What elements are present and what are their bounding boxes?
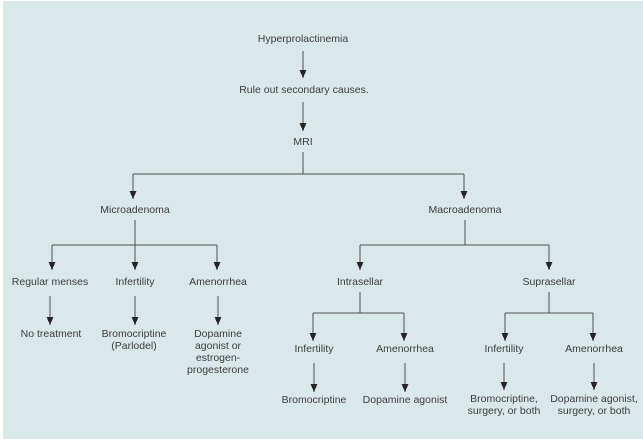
node-suprasellar: Suprasellar (522, 276, 576, 288)
node-supra-infertility: Infertility (484, 343, 524, 355)
node-dopamine-estrogen-progesterone: Dopamine agonist or estrogen-progesteron… (187, 328, 249, 376)
node-intra-infertility: Infertility (294, 343, 334, 355)
node-macroadenoma: Macroadenoma (428, 204, 502, 216)
node-bromocriptine-parlodel: Bromocriptine (Parlodel) (101, 328, 167, 352)
node-hyperprolactinemia: Hyperprolactinemia (257, 33, 349, 45)
node-regular-menses: Regular menses (11, 276, 89, 288)
node-dopamine-agonist: Dopamine agonist (362, 394, 448, 406)
node-no-treatment: No treatment (20, 328, 82, 340)
node-bromocriptine-surgery-both: Bromocriptine, surgery, or both (467, 393, 541, 417)
node-micro-amenorrhea: Amenorrhea (189, 276, 247, 288)
node-microadenoma: Microadenoma (100, 204, 170, 216)
node-bromocriptine: Bromocriptine (281, 394, 347, 406)
node-dopamine-surgery-both: Dopamine agonist, surgery, or both (550, 393, 638, 417)
node-supra-amenorrhea: Amenorrhea (565, 343, 623, 355)
node-rule-out-secondary-causes: Rule out secondary causes. (239, 84, 369, 96)
node-mri: MRI (293, 136, 313, 148)
node-intra-amenorrhea: Amenorrhea (376, 343, 434, 355)
node-intrasellar: Intrasellar (336, 276, 384, 288)
figure-background (3, 1, 643, 439)
node-micro-infertility: Infertility (115, 276, 155, 288)
